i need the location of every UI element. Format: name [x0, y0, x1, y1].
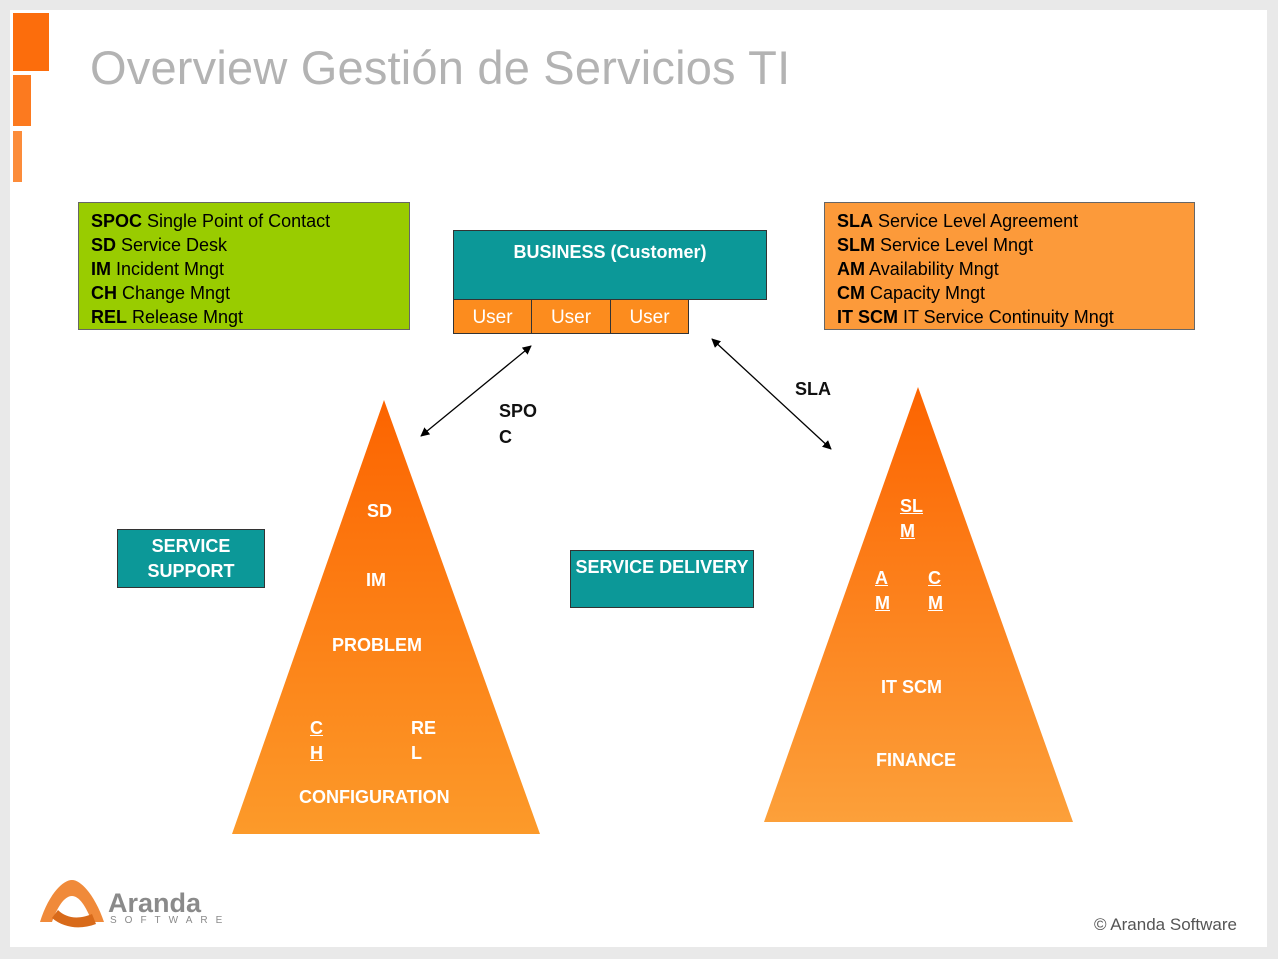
service-support-pyramid [232, 400, 540, 834]
legend-row: REL Release Mngt [91, 307, 244, 327]
service-support-legend: SPOC Single Point of Contact SD Service … [78, 202, 410, 330]
pyramid-layer-slm: SLM [900, 496, 924, 541]
pyramid-layer-am: AM [875, 568, 890, 613]
user-box: User [610, 299, 689, 334]
user-box: User [453, 299, 532, 334]
business-customer-box: BUSINESS (Customer) [453, 230, 767, 300]
service-support-label: SERVICE SUPPORT [117, 529, 265, 588]
pyramid-layer-im: IM [366, 570, 386, 590]
pyramid-layer-sd: SD [367, 501, 393, 521]
sla-arrow [711, 338, 832, 450]
pyramid-layer-ch: CH [310, 718, 323, 763]
sla-connector-label: SLA [795, 379, 831, 399]
legend-row: SLA Service Level Agreement [837, 211, 1079, 231]
spoc-connector-label: SPOC [499, 401, 538, 447]
pyramid-layer-problem: PROBLEM [332, 635, 422, 655]
business-label: BUSINESS (Customer) [513, 242, 707, 262]
service-delivery-pyramid [764, 387, 1073, 822]
legend-row: AM Availability Mngt [837, 259, 999, 279]
logo-wordmark: Aranda [108, 888, 202, 918]
legend-row: SPOC Single Point of Contact [91, 211, 331, 231]
legend-row: IT SCM IT Service Continuity Mngt [837, 307, 1114, 327]
accent-bar-3 [13, 131, 22, 182]
service-delivery-legend: SLA Service Level Agreement SLM Service … [824, 202, 1195, 330]
accent-bar-1 [13, 13, 49, 71]
pyramid-layer-configuration: CONFIGURATION [299, 787, 450, 807]
pyramid-layer-itscm: IT SCM [881, 677, 942, 697]
legend-row: CM Capacity Mngt [837, 283, 986, 303]
logo-subtitle: SOFTWARE [110, 915, 231, 926]
legend-row: SLM Service Level Mngt [837, 235, 1034, 255]
pyramid-layer-rel: REL [411, 718, 437, 763]
copyright: © Aranda Software [1094, 915, 1237, 934]
legend-row: IM Incident Mngt [91, 259, 225, 279]
accent-bar-2 [13, 75, 31, 126]
spoc-arrow [420, 345, 532, 437]
legend-row: CH Change Mngt [91, 283, 231, 303]
pyramid-layer-cm: CM [928, 568, 943, 613]
page-title: Overview Gestión de Servicios TI [90, 41, 791, 94]
service-delivery-label: SERVICE DELIVERY [570, 550, 754, 608]
legend-row: SD Service Desk [91, 235, 228, 255]
pyramid-layer-finance: FINANCE [876, 750, 956, 770]
user-box: User [531, 299, 611, 334]
